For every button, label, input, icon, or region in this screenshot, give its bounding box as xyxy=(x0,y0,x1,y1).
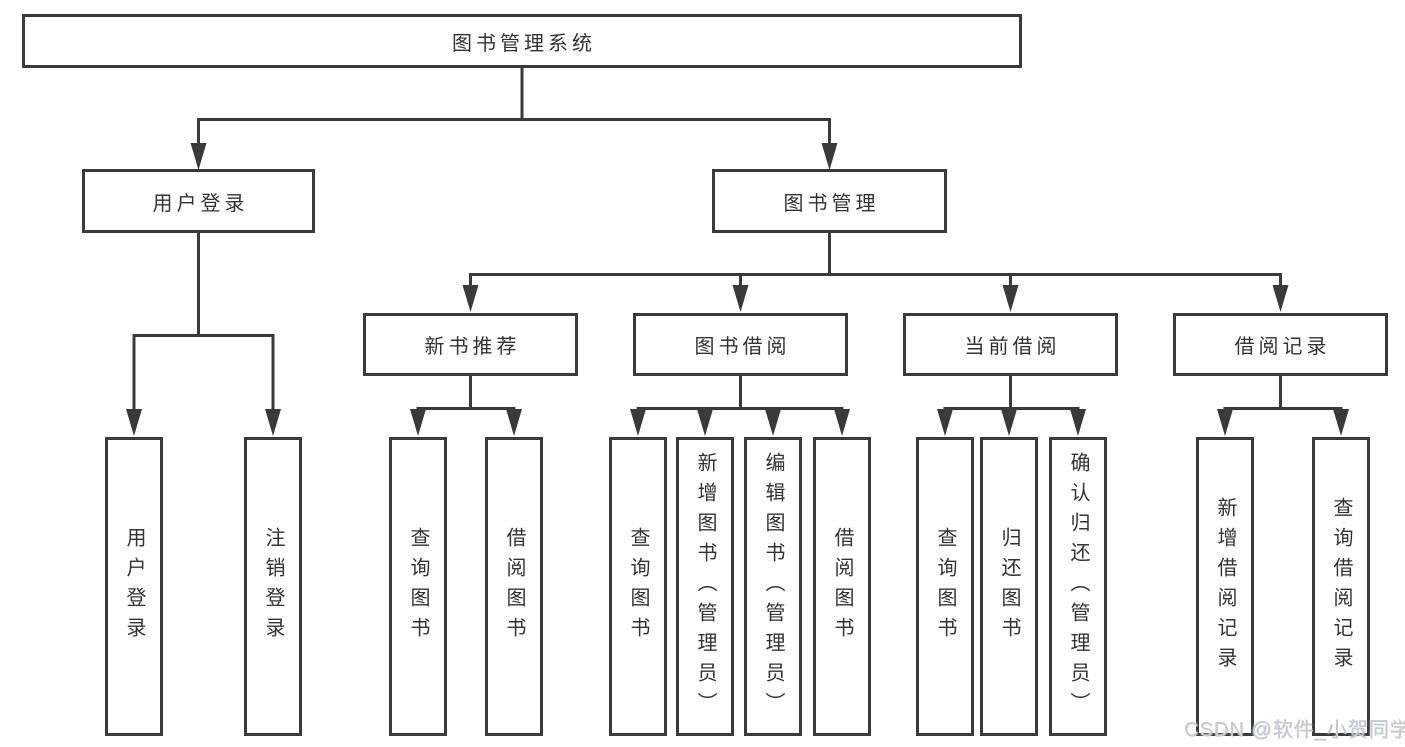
arrowhead-down-icon xyxy=(630,409,646,436)
node-book-borrowing-label: 图书借阅 xyxy=(694,336,791,358)
arrowhead-down-icon xyxy=(126,409,142,436)
connector-book-management-to-level3 xyxy=(462,233,1289,312)
leaf-return-books: 归还图书 xyxy=(980,437,1038,736)
node-book-borrowing: 图书借阅 xyxy=(633,313,848,376)
connector-new-book-recommend-children xyxy=(410,376,522,436)
arrowhead-down-icon xyxy=(410,409,426,436)
leaf-confirm-return-admin: 确认归还（管理员） xyxy=(1049,437,1107,736)
leaf-query-books-borrowing: 查询图书 xyxy=(609,437,667,736)
connector-root-to-level2 xyxy=(190,68,838,170)
leaf-borrow-books-recommend: 借阅图书 xyxy=(485,437,543,736)
node-current-borrowing: 当前借阅 xyxy=(903,313,1118,376)
arrowhead-down-icon xyxy=(265,409,281,436)
leaf-query-books-recommend: 查询图书 xyxy=(389,437,447,736)
node-new-book-recommend: 新书推荐 xyxy=(363,313,578,376)
arrowhead-down-icon xyxy=(190,143,207,170)
arrowhead-down-icon xyxy=(834,409,850,436)
leaf-borrow-books-borrowing-label: 借阅图书 xyxy=(831,526,853,647)
leaf-query-borrow-record-label: 查询借阅记录 xyxy=(1330,496,1352,677)
arrowhead-down-icon xyxy=(1272,285,1289,312)
arrowhead-down-icon xyxy=(732,285,749,312)
arrowhead-down-icon xyxy=(462,285,479,312)
arrowhead-down-icon xyxy=(1001,409,1017,436)
arrowhead-down-icon xyxy=(506,409,522,436)
node-borrowing-records-label: 借阅记录 xyxy=(1234,336,1331,358)
csdn-watermark: CSDN @软件_小贺同学 xyxy=(1184,719,1405,741)
leaf-add-books-admin-label: 新增图书（管理员） xyxy=(694,451,716,722)
node-new-book-recommend-label: 新书推荐 xyxy=(424,336,521,358)
node-user-login: 用户登录 xyxy=(82,169,315,233)
leaf-add-borrow-record: 新增借阅记录 xyxy=(1196,437,1254,736)
arrowhead-down-icon xyxy=(1002,285,1019,312)
arrowhead-down-icon xyxy=(821,143,838,170)
leaf-query-books-borrowing-label: 查询图书 xyxy=(627,526,649,647)
arrowhead-down-icon xyxy=(697,409,713,436)
arrowhead-down-icon xyxy=(1217,409,1233,436)
leaf-borrow-books-borrowing: 借阅图书 xyxy=(813,437,871,736)
leaf-edit-books-admin: 编辑图书（管理员） xyxy=(744,437,802,736)
node-borrowing-records: 借阅记录 xyxy=(1173,313,1388,376)
leaf-user-login: 用户登录 xyxy=(105,437,163,736)
node-book-management-label: 图书管理 xyxy=(783,192,880,215)
leaf-query-books-recommend-label: 查询图书 xyxy=(407,526,429,647)
arrowhead-down-icon xyxy=(937,409,953,436)
leaf-query-borrow-record: 查询借阅记录 xyxy=(1312,437,1370,736)
node-book-management: 图书管理 xyxy=(712,169,947,233)
connector-borrowing-records-children xyxy=(1217,376,1349,436)
leaf-logout: 注销登录 xyxy=(244,437,302,736)
connector-user-login-children xyxy=(126,233,281,436)
connector-current-borrowing-children xyxy=(937,376,1086,436)
root-node-label: 图书管理系统 xyxy=(452,32,596,55)
root-node: 图书管理系统 xyxy=(22,14,1022,68)
connector-book-borrowing-children xyxy=(630,376,850,436)
node-user-login-label: 用户登录 xyxy=(152,192,249,215)
leaf-query-books-current: 查询图书 xyxy=(916,437,974,736)
node-current-borrowing-label: 当前借阅 xyxy=(964,336,1061,358)
arrowhead-down-icon xyxy=(765,409,781,436)
leaf-edit-books-admin-label: 编辑图书（管理员） xyxy=(762,451,784,722)
arrowhead-down-icon xyxy=(1333,409,1349,436)
leaf-borrow-books-recommend-label: 借阅图书 xyxy=(503,526,525,647)
leaf-add-books-admin: 新增图书（管理员） xyxy=(676,437,734,736)
leaf-user-login-label: 用户登录 xyxy=(123,526,145,647)
leaf-add-borrow-record-label: 新增借阅记录 xyxy=(1214,496,1236,677)
arrowhead-down-icon xyxy=(1070,409,1086,436)
leaf-logout-label: 注销登录 xyxy=(262,526,284,647)
leaf-query-books-current-label: 查询图书 xyxy=(934,526,956,647)
leaf-confirm-return-admin-label: 确认归还（管理员） xyxy=(1067,451,1089,722)
leaf-return-books-label: 归还图书 xyxy=(998,526,1020,647)
